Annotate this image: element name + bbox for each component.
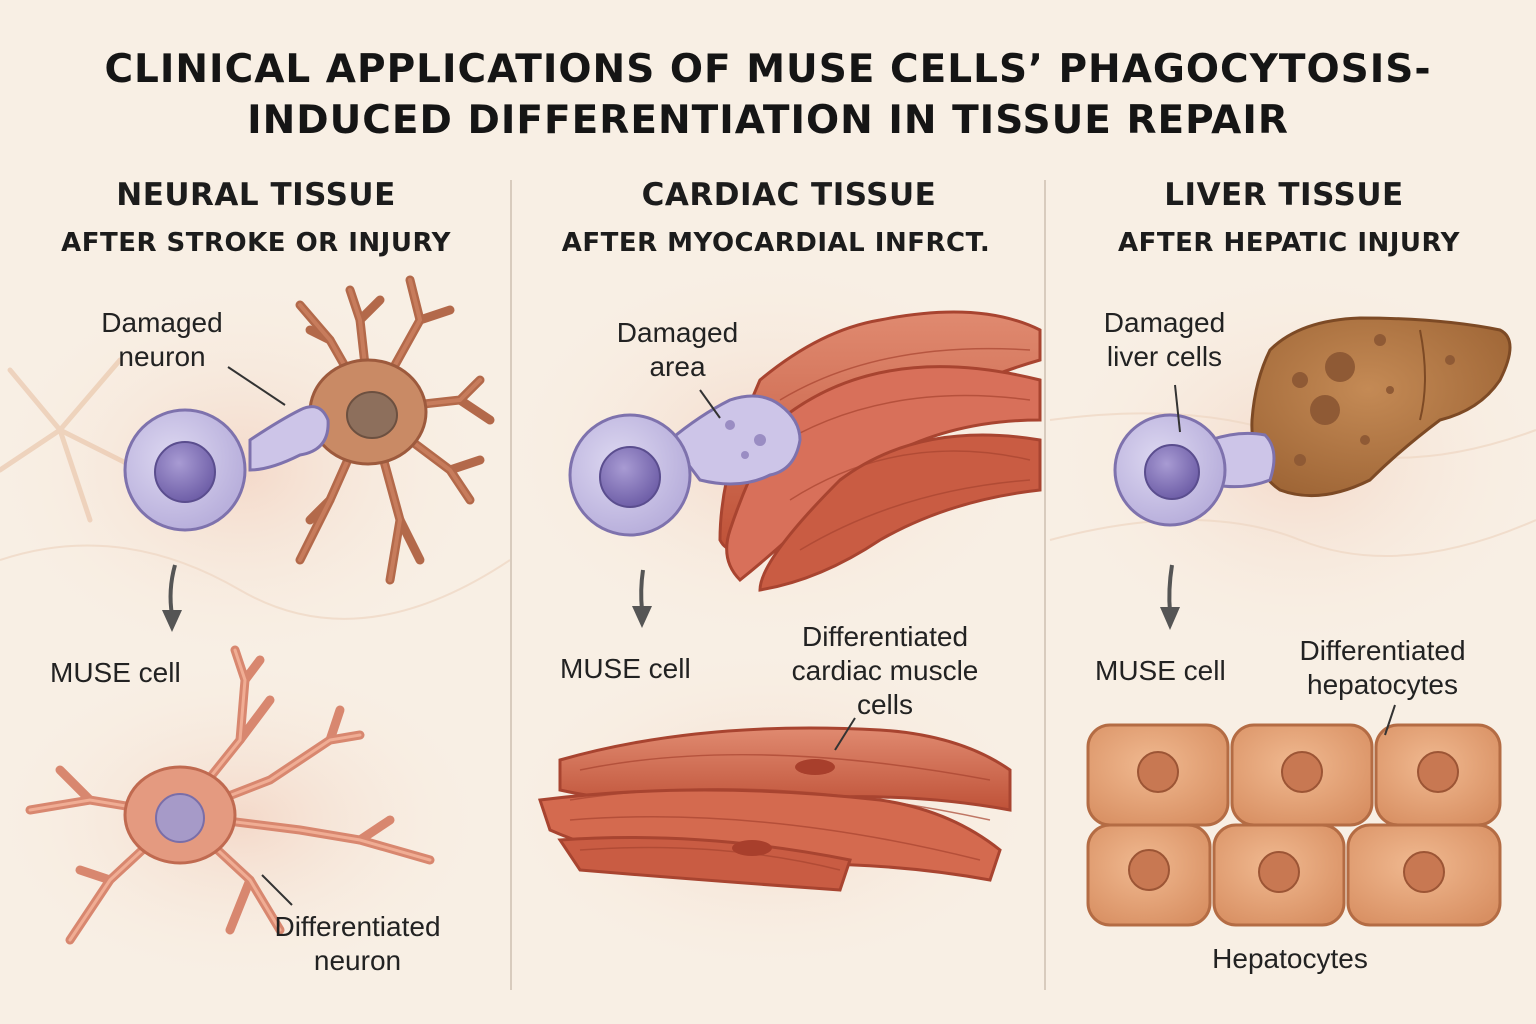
muse-cell-label-neural: MUSE cell <box>50 657 181 688</box>
differentiated-neuron-label: Differentiated neuron <box>274 911 441 976</box>
differentiated-cardiac-muscle <box>537 726 1012 892</box>
pointer-line-differentiated-neuron <box>261 874 293 906</box>
damaged-neuron-label: Damaged neuron <box>101 307 223 372</box>
cardiac-subheading: AFTER MYOCARDIAL INFRCT. <box>561 228 991 258</box>
liver-subheading: AFTER HEPATIC INJURY <box>1118 228 1460 258</box>
page-title-line-1: CLINICAL APPLICATIONS OF MUSE CELLS’ PHA… <box>104 47 1432 92</box>
down-arrow-neural <box>162 564 182 632</box>
neural-heading: NEURAL TISSUE <box>116 177 396 213</box>
differentiated-neuron <box>25 645 435 945</box>
pointer-line-cardiac-cells <box>834 717 856 751</box>
pointer-line-hepatocytes <box>1384 704 1396 736</box>
pointer-line-damaged-area <box>699 389 721 419</box>
muse-cell-neural <box>123 405 330 532</box>
damaged-liver-label: Damaged liver cells <box>1103 307 1226 372</box>
muse-cell-label-liver: MUSE cell <box>1095 655 1226 686</box>
muse-cell-liver <box>1113 413 1276 527</box>
page-title-line-2: INDUCED DIFFERENTIATION IN TISSUE REPAIR <box>247 98 1289 143</box>
differentiated-hepatocytes-label: Differentiated hepatocytes <box>1299 635 1466 700</box>
down-arrow-liver <box>1160 564 1180 630</box>
muse-cell-cardiac <box>568 394 802 537</box>
hepatocyte-grid <box>1086 723 1502 927</box>
pointer-line-damaged-neuron <box>227 366 286 406</box>
liver-heading: LIVER TISSUE <box>1164 177 1404 213</box>
muse-cell-label-cardiac: MUSE cell <box>560 653 691 684</box>
cardiac-heading: CARDIAC TISSUE <box>641 177 937 213</box>
down-arrow-cardiac <box>632 569 652 628</box>
hepatocytes-label: Hepatocytes <box>1212 943 1368 974</box>
damaged-liver <box>1250 316 1512 498</box>
damaged-neuron <box>295 275 495 585</box>
damaged-area-label: Damaged area <box>616 317 739 382</box>
differentiated-cardiac-label: Differentiated cardiac muscle cells <box>791 621 979 720</box>
damaged-cardiac-muscle <box>718 310 1042 592</box>
neural-subheading: AFTER STROKE OR INJURY <box>61 228 451 258</box>
pointer-line-damaged-liver <box>1174 384 1181 433</box>
